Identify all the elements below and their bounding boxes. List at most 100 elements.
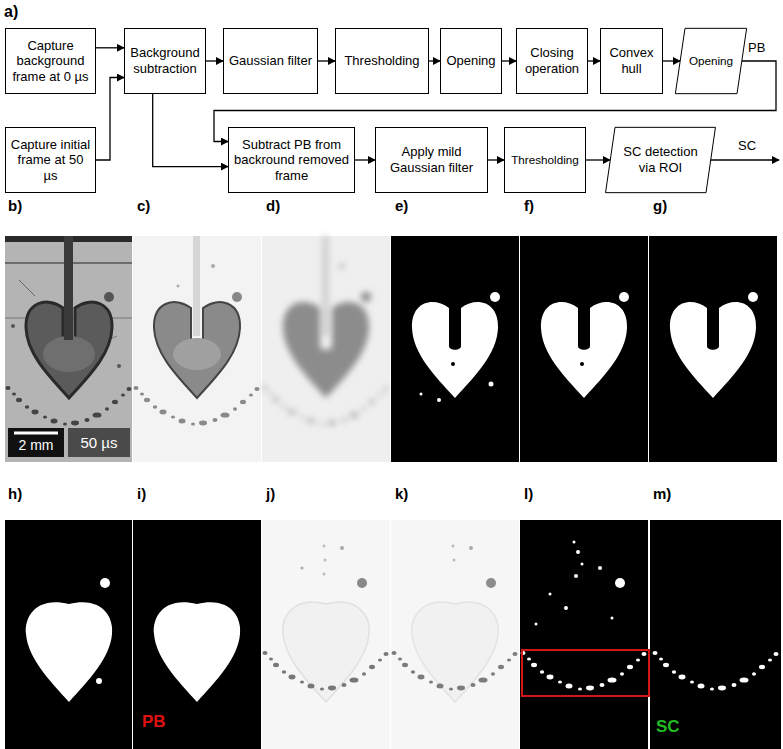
gas-bubble [177,285,180,288]
process-box: Capture initial frame at 50 µs [5,127,96,193]
frame-ground [391,236,519,462]
frame-ground [520,236,648,462]
cavitation-cloud [521,651,647,691]
mask-dot [100,578,110,588]
bubble-core [43,336,95,372]
flow-arrow [153,94,228,167]
flow-arrow [663,60,680,61]
gas-bubble [211,264,215,268]
node-text: Closing operation [521,45,583,76]
io-parallelogram: Opening [675,28,747,94]
mask-dot [748,292,758,302]
closing-mask [649,236,777,462]
text-stack: Gaussian filter [224,53,317,69]
frame-ground [520,520,648,749]
bubble-mask [670,302,756,398]
mask-dot [564,606,568,610]
node-text: Thresholding [509,153,581,167]
mask-dot [437,398,441,402]
process-box: Opening [440,28,502,94]
node-text: Background subtraction [129,45,201,76]
subtracted-frame [133,236,261,462]
scale-label: 2 mm [8,437,64,453]
text-stack: Opening [441,53,501,69]
needle-dot [324,559,327,562]
cavitation-cloud [392,651,518,691]
parallelogram-fill [675,28,746,93]
filtered-frame [262,236,390,462]
mask-dot [576,550,580,554]
bubble [283,302,369,398]
frame-ground [649,236,777,462]
text-stack: Subtract PB from backround removed frame [229,137,354,184]
process-box: Capture background frame at 0 µs [5,28,96,94]
node-text: Thresholding [340,53,424,69]
cavitation-cloud [134,386,260,426]
flow-arrow [96,78,124,161]
text-stack: Capture background frame at 0 µs [6,38,95,85]
mask-dot [615,578,625,588]
cavitation-cloud [263,651,389,691]
bubble-hull [26,602,112,702]
panel-letter: k) [395,485,408,502]
bubble-mask [412,302,498,398]
cavitation-cloud [6,386,132,426]
time-label: 50 µs [68,434,130,451]
panel-letter: d) [266,197,280,214]
needle [64,236,73,340]
mask-dot [430,311,433,314]
flow-arrow [96,47,124,48]
frame-ground [391,520,519,749]
sc-mask [653,651,779,691]
mask-hole [580,362,584,366]
node-text: Subtract PB from backround removed frame [233,137,350,184]
cavitation-cloud [263,386,389,426]
frame-ground [262,520,390,749]
mask-dot [490,292,500,302]
bubble-mask [541,302,627,398]
mask-dot [573,541,576,544]
node-text: Apply mild Gaussian filter [380,144,483,175]
tag-label: SC [738,139,756,154]
process-box: Gaussian filter [223,28,318,94]
flow-arrow [502,60,516,61]
node-text: Capture initial frame at 50 µs [10,137,91,184]
needle-dot [453,559,456,562]
gas-bubble [357,578,367,588]
needle-dot [323,573,326,576]
gas-bubble [486,578,496,588]
gas-bubble [104,292,114,302]
needle-ghost [193,236,200,336]
pb-removed-frame [263,545,389,703]
bubble [154,302,240,398]
parallelogram-fill [606,127,716,192]
opening-mask [520,236,648,462]
frame-ground [133,520,261,749]
gas-bubble [469,546,473,550]
scratch [19,280,35,296]
scale-bar-box [8,428,64,457]
scale-bar [14,432,58,435]
mask-dot [420,393,423,396]
process-box: Apply mild Gaussian filter [375,127,488,193]
gas-bubble [117,364,121,368]
text-stack: Opening [675,54,747,68]
process-box: Thresholding [335,28,429,94]
needle-dot [452,545,455,548]
gas-bubble [11,324,15,328]
node-text: Opening [688,54,734,68]
text-stack: Convex hull [601,45,662,76]
panel-letter: e) [395,197,408,214]
panel-letter: j) [266,485,275,502]
process-box: Subtract PB from backround removed frame [228,127,355,193]
mild-filtered-frame [392,545,518,703]
process-box: Convex hull [600,28,663,94]
text-stack: Capture initial frame at 50 µs [6,137,95,184]
threshold-mask [391,236,519,462]
node-text: Convex hull [605,45,658,76]
node-text: Opening [445,53,497,69]
text-stack: Apply mild Gaussian filter [376,144,487,175]
blurred-content [263,236,389,426]
flow-arrow [488,159,504,160]
